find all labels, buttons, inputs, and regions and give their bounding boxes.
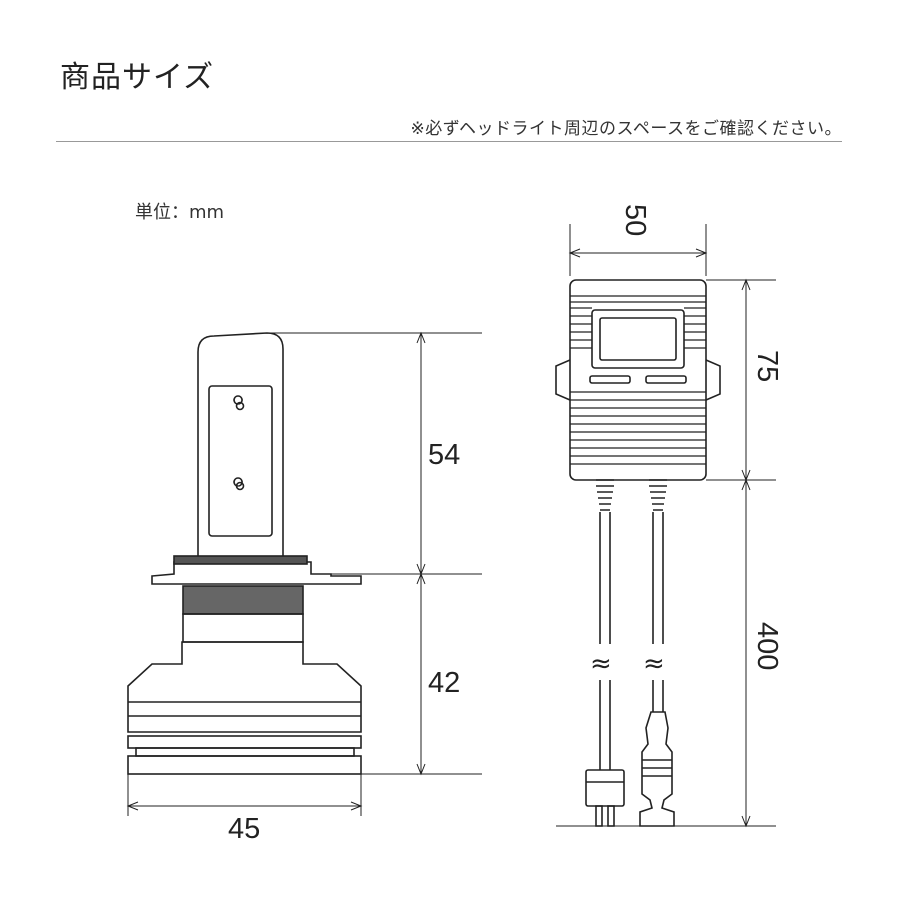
driver-tab-left	[555, 359, 571, 401]
bulb-dimension-lines	[126, 331, 482, 816]
dim-bulb-width: 45	[228, 813, 260, 845]
bulb-fin-1	[127, 735, 362, 749]
connector-left	[585, 769, 625, 827]
dim-bulb-lower: 42	[428, 667, 460, 699]
bulb-flange	[151, 561, 362, 585]
dim-driver-height: 75	[751, 350, 783, 382]
space-notice: ※必ずヘッドライト周辺のスペースをご確認ください。	[410, 119, 842, 139]
unit-label: 単位：mm	[135, 202, 225, 223]
dim-cable-length: 400	[751, 622, 783, 670]
header-divider	[56, 141, 842, 142]
cable-break-right-icon: ≈	[643, 649, 665, 679]
led-bulb-drawing	[127, 332, 362, 775]
driver-label-window	[591, 309, 685, 369]
driver-body	[569, 279, 707, 481]
bulb-fin-2	[127, 755, 362, 775]
dim-bulb-upper: 54	[428, 439, 460, 471]
led-chip-board	[208, 385, 273, 537]
connector-right	[639, 711, 675, 827]
driver-dimension-lines	[556, 224, 776, 828]
driver-top-fins	[570, 295, 706, 349]
bulb-collar	[182, 585, 304, 615]
bulb-led-post	[197, 332, 284, 556]
cable-break-left-icon: ≈	[590, 649, 612, 679]
driver-cables	[596, 479, 667, 770]
driver-unit-drawing	[555, 279, 721, 481]
page-title: 商品サイズ	[60, 60, 215, 95]
bulb-base-plate	[173, 555, 308, 565]
dim-driver-width: 50	[619, 204, 651, 236]
bulb-heatsink	[127, 641, 362, 733]
driver-tab-right	[705, 359, 721, 401]
driver-bottom-fins	[570, 391, 706, 465]
